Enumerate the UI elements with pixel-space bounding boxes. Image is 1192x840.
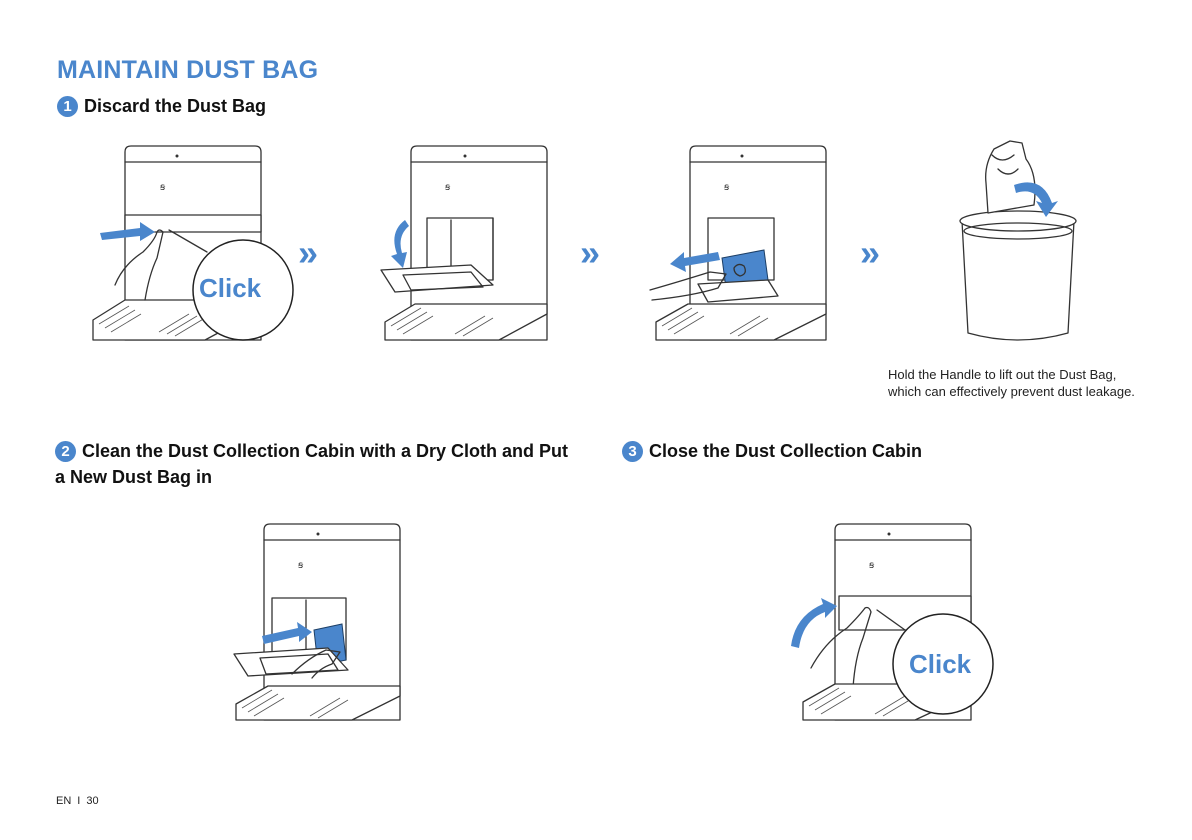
svg-text:ꞩ: ꞩ xyxy=(160,182,166,193)
next-step-icon: » xyxy=(580,235,592,271)
step-3-number-icon: 3 xyxy=(622,441,643,462)
page-footer: EN I 30 xyxy=(56,795,99,807)
step-3-heading: 3 Close the Dust Collection Cabin xyxy=(622,438,922,464)
next-step-icon: » xyxy=(860,235,872,271)
next-step-icon: » xyxy=(298,235,310,271)
click-callout-1: Click xyxy=(199,273,262,303)
page-title: MAINTAIN DUST BAG xyxy=(57,56,318,85)
step1-remove-bag-illustration: ꞩ xyxy=(648,140,838,360)
svg-text:ꞩ: ꞩ xyxy=(724,182,730,193)
step3-close-cabin-illustration: ꞩ Click xyxy=(785,518,1000,740)
step2-insert-bag-illustration: ꞩ xyxy=(228,518,408,740)
language-label: EN xyxy=(56,795,71,807)
svg-text:ꞩ: ꞩ xyxy=(445,182,451,193)
step-1-number-icon: 1 xyxy=(57,96,78,117)
step-2-title: Clean the Dust Collection Cabin with a D… xyxy=(55,441,568,487)
step-2-number-icon: 2 xyxy=(55,441,76,462)
svg-text:ꞩ: ꞩ xyxy=(298,560,304,571)
step1-open-cabin-illustration: ꞩ xyxy=(375,140,555,360)
step-1-title: Discard the Dust Bag xyxy=(84,96,266,116)
page-number: 30 xyxy=(86,795,98,807)
step-3-title: Close the Dust Collection Cabin xyxy=(649,441,922,461)
step-1-note: Hold the Handle to lift out the Dust Bag… xyxy=(888,366,1146,400)
footer-separator: I xyxy=(77,795,80,807)
click-callout-3: Click xyxy=(909,649,972,679)
step1-press-latch-illustration: ꞩ Click xyxy=(85,140,300,360)
step-1-heading: 1 Discard the Dust Bag xyxy=(57,93,266,119)
step1-discard-bag-illustration xyxy=(948,135,1088,350)
svg-text:ꞩ: ꞩ xyxy=(869,560,875,571)
